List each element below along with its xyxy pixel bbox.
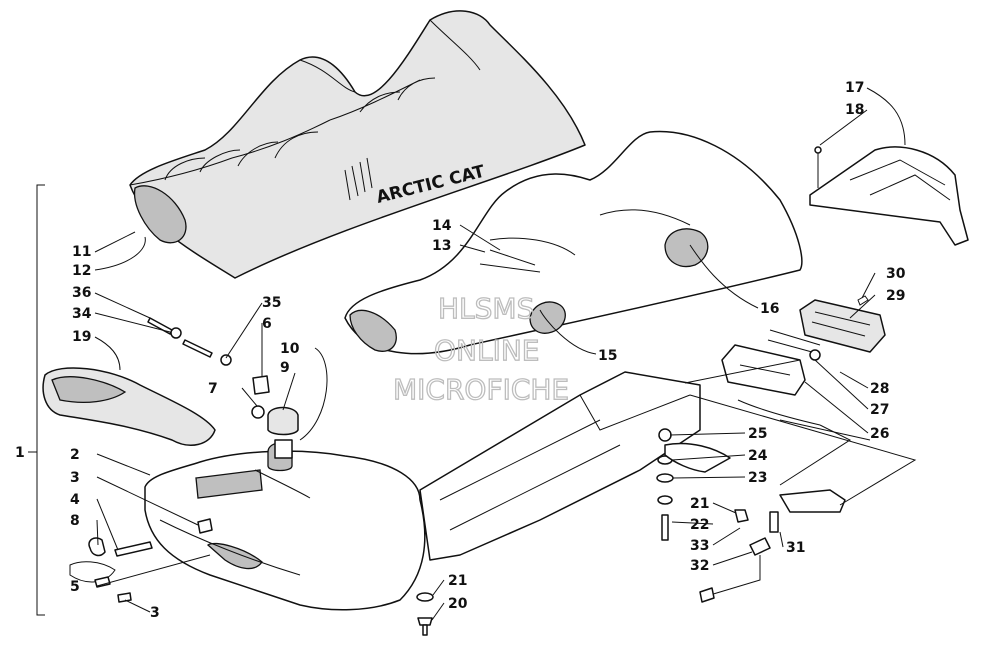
callout-label: 12 [72, 263, 91, 279]
callout-label: 16 [760, 301, 779, 317]
callout-label: 29 [886, 288, 905, 304]
callout-label: 8 [70, 513, 80, 529]
backrest-part [42, 367, 216, 446]
callout-label: 36 [72, 285, 91, 301]
callout-label: 2 [70, 447, 80, 463]
callout-label: 10 [280, 341, 300, 357]
callout-label: 30 [886, 266, 906, 282]
callout-label: 1 [15, 445, 25, 461]
callout-label: 32 [690, 558, 709, 574]
callout-label: 31 [786, 540, 805, 556]
wiring-lines [684, 359, 917, 506]
callout-label: 3 [150, 605, 160, 621]
callout-label: 25 [748, 426, 767, 442]
callout-label: 7 [208, 381, 218, 397]
gas-tank-part [144, 371, 701, 611]
assembly-bracket [36, 184, 45, 616]
callout-label: 24 [748, 448, 768, 464]
seat-base-part [344, 130, 803, 355]
callout-label: 11 [72, 244, 91, 260]
callout-label: 6 [262, 316, 272, 332]
callout-label: 21 [690, 496, 709, 512]
taillight-part [721, 295, 886, 426]
watermark-line-3: MICROFICHE [393, 373, 569, 406]
callout-label: 5 [70, 579, 80, 595]
callout-label: 19 [72, 329, 91, 345]
callout-label: 26 [870, 426, 889, 442]
leader-lines [94, 87, 906, 621]
rear-tray-part [809, 146, 969, 246]
callout-label: 33 [690, 538, 709, 554]
callout-label: 17 [845, 80, 864, 96]
callout-label: 23 [748, 470, 767, 486]
callout-label: 18 [845, 102, 864, 118]
callout-label: 20 [448, 596, 468, 612]
callout-label: 22 [690, 517, 709, 533]
callout-label: 27 [870, 402, 889, 418]
watermark-line-1: HLSMS [438, 292, 534, 325]
callout-labels: 1 2 3 4 8 5 3 7 6 35 10 9 36 34 19 11 12… [15, 80, 906, 621]
callout-label: 13 [432, 238, 451, 254]
callout-label: 3 [70, 470, 80, 486]
watermark: HLSMS ONLINE MICROFICHE [392, 291, 569, 406]
callout-label: 21 [448, 573, 467, 589]
callout-label: 14 [432, 218, 452, 234]
callout-label: 15 [598, 348, 617, 364]
callout-label: 34 [72, 306, 92, 322]
watermark-line-2: ONLINE [434, 334, 539, 367]
callout-label: 4 [70, 492, 80, 508]
hardware-parts [69, 249, 846, 636]
callout-label: 9 [280, 360, 290, 376]
callout-label: 35 [262, 295, 281, 311]
callout-label: 28 [870, 381, 889, 397]
